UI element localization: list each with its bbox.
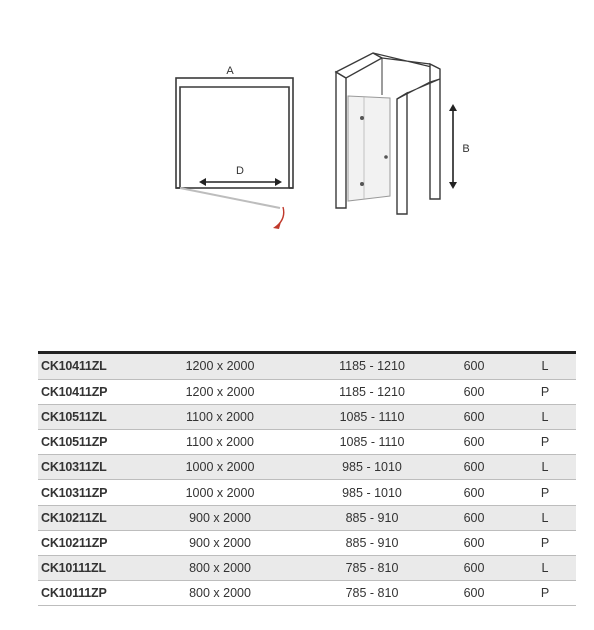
width-range-cell: 785 - 810 [310, 555, 434, 582]
top-view: A D [175, 65, 294, 229]
depth-cell: 600 [434, 530, 514, 557]
door-side-cell: P [514, 580, 576, 607]
width-range-cell: 885 - 910 [310, 530, 434, 557]
shower-diagram: A D B [175, 52, 470, 229]
dimensions-cell: 1200 x 2000 [130, 379, 310, 405]
product-code-cell: CK10511ZP [38, 429, 130, 456]
product-code-cell: CK10111ZL [38, 555, 130, 582]
depth-cell: 600 [434, 555, 514, 582]
product-code-cell: CK10211ZP [38, 530, 130, 557]
width-range-cell: 985 - 1010 [310, 479, 434, 506]
right-wall-side [429, 62, 441, 200]
width-range-cell: 1085 - 1110 [310, 429, 434, 456]
right-wall-top [396, 78, 441, 100]
dimensions-cell: 900 x 2000 [130, 505, 310, 531]
depth-cell: 600 [434, 354, 514, 380]
dimension-d-arrow-right [275, 178, 282, 186]
door-side-cell: P [514, 479, 576, 506]
product-code-cell: CK10311ZP [38, 479, 130, 506]
swing-arrow-head [273, 222, 281, 229]
width-range-cell: 985 - 1010 [310, 454, 434, 481]
product-code-cell: CK10211ZL [38, 505, 130, 531]
door-side-cell: P [514, 379, 576, 405]
right-wall-front [396, 91, 408, 215]
dimensions-cell: 800 x 2000 [130, 555, 310, 582]
depth-cell: 600 [434, 454, 514, 481]
wall-inner [179, 86, 290, 188]
left-wall [335, 70, 347, 209]
width-range-cell: 1085 - 1110 [310, 404, 434, 431]
wall-outer [175, 77, 294, 189]
door-side-cell: P [514, 530, 576, 557]
depth-cell: 600 [434, 479, 514, 506]
dimension-b-arrow-bottom [449, 182, 457, 189]
product-code-cell: CK10311ZL [38, 454, 130, 481]
door-side-cell: P [514, 429, 576, 456]
hinge-bottom [360, 182, 364, 186]
product-code-cell: CK10511ZL [38, 404, 130, 431]
dimensions-cell: 1100 x 2000 [130, 429, 310, 456]
dimensions-cell: 900 x 2000 [130, 530, 310, 557]
table-top-rule [38, 351, 576, 354]
door-handle [384, 155, 388, 159]
width-range-cell: 1185 - 1210 [310, 354, 434, 380]
depth-cell: 600 [434, 580, 514, 607]
product-code-cell: CK10411ZP [38, 379, 130, 405]
door-side-cell: L [514, 454, 576, 481]
label-b: B [462, 143, 469, 155]
product-code-cell: CK10111ZP [38, 580, 130, 607]
width-range-cell: 785 - 810 [310, 580, 434, 607]
door-side-cell: L [514, 404, 576, 431]
depth-cell: 600 [434, 379, 514, 405]
left-wall-top [334, 52, 384, 79]
label-d: D [236, 165, 244, 177]
dimension-b-arrow-top [449, 104, 457, 111]
door-side-cell: L [514, 555, 576, 582]
dimensions-cell: 1100 x 2000 [130, 404, 310, 431]
product-code-cell: CK10411ZL [38, 354, 130, 380]
door-side-cell: L [514, 505, 576, 531]
dimension-d-arrow-left [199, 178, 206, 186]
hinge-top [360, 116, 364, 120]
door-glass [347, 95, 391, 202]
width-range-cell: 1185 - 1210 [310, 379, 434, 405]
depth-cell: 600 [434, 404, 514, 431]
dimensions-cell: 1000 x 2000 [130, 454, 310, 481]
depth-cell: 600 [434, 505, 514, 531]
dimensions-cell: 800 x 2000 [130, 580, 310, 607]
door-side-cell: L [514, 354, 576, 380]
width-range-cell: 885 - 910 [310, 505, 434, 531]
door-glass-open [179, 187, 281, 209]
dimensions-cell: 1000 x 2000 [130, 479, 310, 506]
perspective-view: B [334, 52, 470, 215]
label-a: A [226, 65, 234, 77]
dimensions-cell: 1200 x 2000 [130, 354, 310, 380]
depth-cell: 600 [434, 429, 514, 456]
